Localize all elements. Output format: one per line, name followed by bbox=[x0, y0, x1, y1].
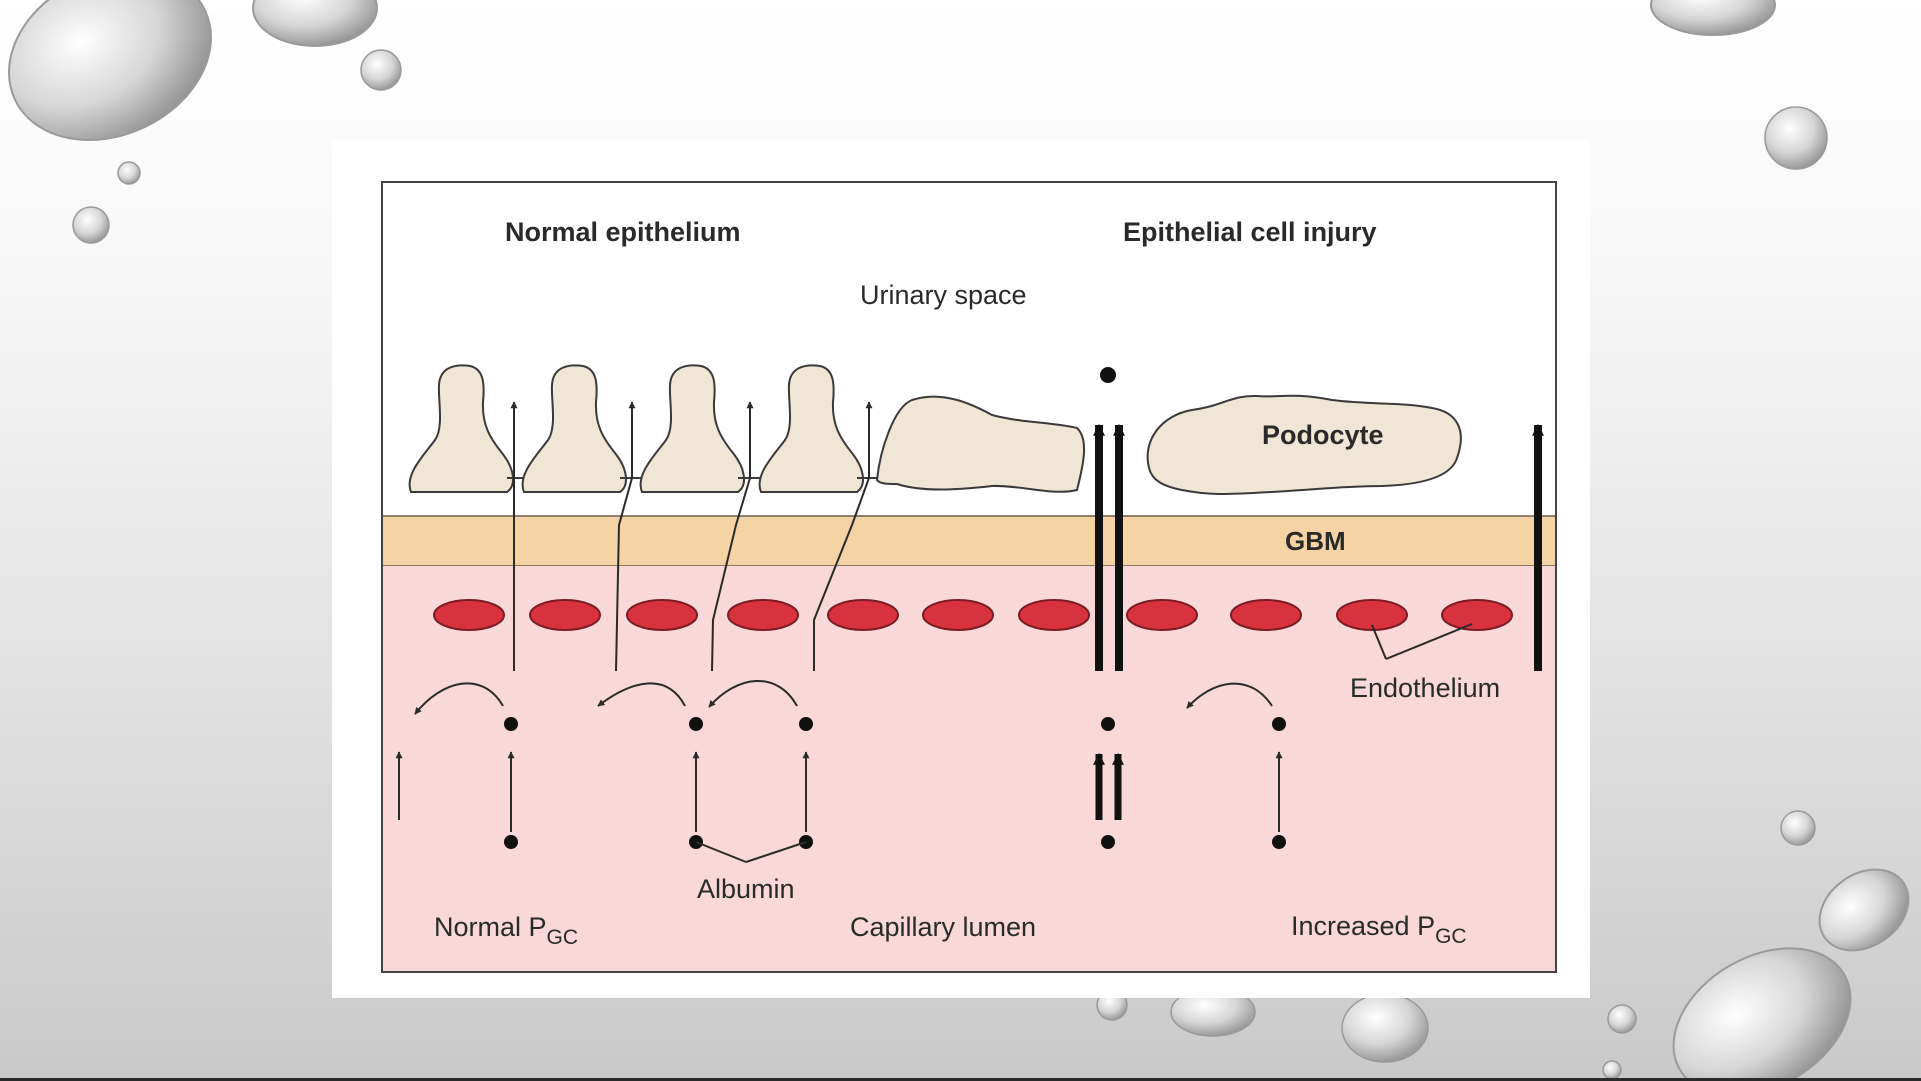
endothelial-cell-1 bbox=[434, 600, 504, 630]
droplet-cluster-bottom-right bbox=[1603, 811, 1921, 1081]
endothelial-cell-6 bbox=[923, 600, 993, 630]
podocyte-injury-diagram: Normal epithelium Epithelial cell injury… bbox=[332, 140, 1590, 998]
capillary-lumen-label: Capillary lumen bbox=[850, 912, 1036, 942]
endothelial-cell-9 bbox=[1231, 600, 1301, 630]
albumin-label: Albumin bbox=[697, 874, 795, 904]
endothelial-cell-3 bbox=[627, 600, 697, 630]
droplet-cluster-bottom-center bbox=[1097, 988, 1428, 1062]
endothelial-cell-11 bbox=[1442, 600, 1512, 630]
gbm-label: GBM bbox=[1285, 526, 1346, 556]
endothelial-cell-2 bbox=[530, 600, 600, 630]
endothelium-label: Endothelium bbox=[1350, 673, 1500, 703]
glomerular-filtration-figure: Normal epithelium Epithelial cell injury… bbox=[332, 140, 1590, 998]
podocyte-label: Podocyte bbox=[1262, 420, 1384, 450]
left-heading: Normal epithelium bbox=[505, 217, 741, 247]
gbm-layer bbox=[382, 516, 1556, 566]
albumin-dot-urinary bbox=[1100, 367, 1116, 383]
endothelial-cell-7 bbox=[1019, 600, 1089, 630]
urinary-space-label: Urinary space bbox=[860, 280, 1027, 310]
right-heading: Epithelial cell injury bbox=[1123, 217, 1377, 247]
droplet-cluster-top-right bbox=[1651, 0, 1827, 169]
endothelial-cell-4 bbox=[728, 600, 798, 630]
endothelial-cell-5 bbox=[828, 600, 898, 630]
endothelial-cell-8 bbox=[1127, 600, 1197, 630]
